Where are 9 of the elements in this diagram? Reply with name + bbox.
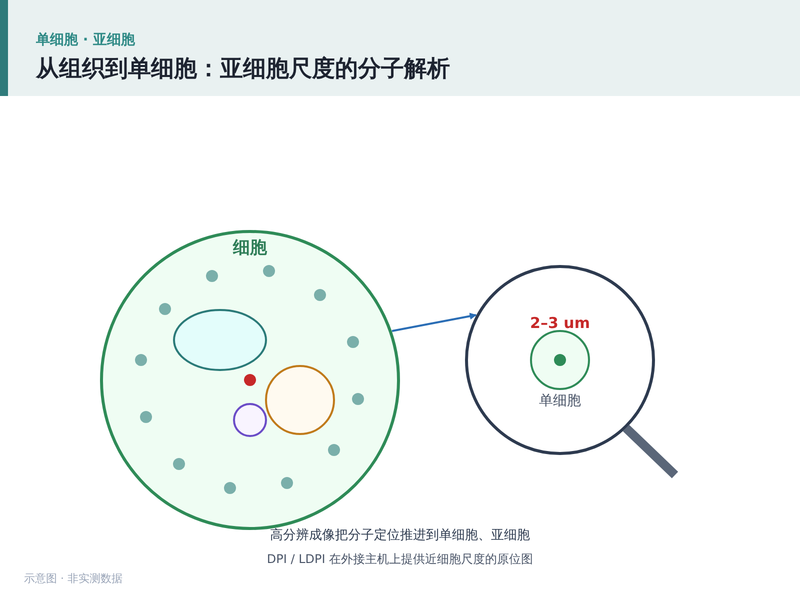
title: 从组织到单细胞：亚细胞尺度的分子解析	[36, 55, 450, 84]
cell-label: 细胞	[232, 237, 268, 259]
caption: 高分辨成像把分子定位推进到单细胞、亚细胞	[269, 527, 531, 544]
kicker-text: 单细胞 · 亚细胞	[36, 31, 136, 49]
arrow	[392, 312, 477, 332]
note-text: DPI / LDPI 在外接主机上提供近细胞尺度的原位图	[266, 551, 534, 568]
single-cell-label: 单细胞	[538, 392, 582, 410]
dimension-label: 2–3 um	[529, 314, 591, 332]
footnote: 示意图 · 非实测数据	[24, 571, 122, 586]
